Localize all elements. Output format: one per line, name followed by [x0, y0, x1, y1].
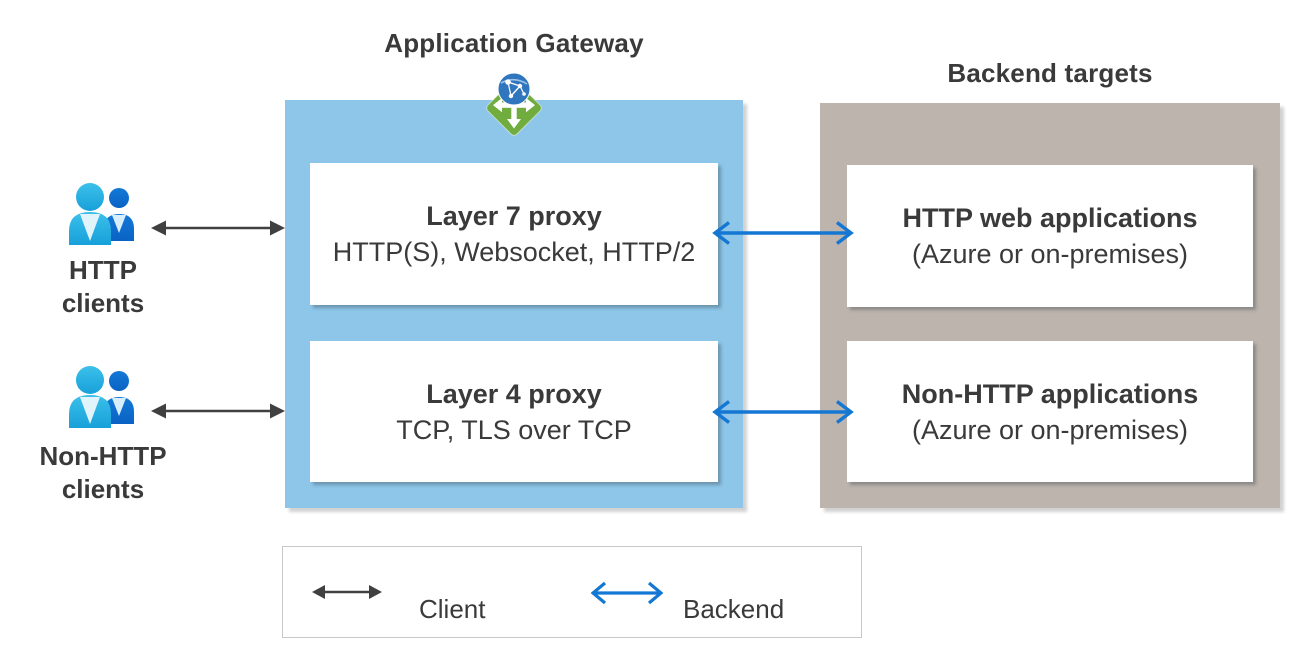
backend-connection-arrow-top: [712, 221, 854, 245]
http-web-applications-subtitle: (Azure or on-premises): [911, 239, 1189, 269]
client-connection-arrow-top: [151, 220, 285, 236]
backend-connection-arrow-icon: [591, 581, 663, 605]
non-http-clients-label-line1: Non-HTTP: [39, 441, 167, 471]
http-web-applications-title: HTTP web applications: [902, 203, 1198, 233]
legend-client-label: Client connections: [419, 560, 558, 664]
http-clients-label-line2: clients: [61, 288, 145, 318]
legend-backend-line2: connections: [683, 659, 822, 664]
layer7-proxy-card: Layer 7 proxy HTTP(S), Websocket, HTTP/2: [310, 163, 718, 305]
http-clients-label: HTTP clients: [18, 254, 188, 320]
non-http-applications-title: Non-HTTP applications: [901, 378, 1199, 409]
layer7-proxy-protocols: HTTP(S), Websocket, HTTP/2: [332, 237, 696, 267]
layer7-proxy-title: Layer 7 proxy: [426, 201, 602, 231]
legend-backend-line1: Backend: [683, 594, 785, 624]
legend-client-line2: connections: [419, 659, 558, 664]
backend-targets-title: Backend targets: [947, 58, 1153, 88]
users-icon: [69, 183, 134, 245]
backend-connection-arrow-bottom: [712, 400, 854, 424]
http-web-applications-card: HTTP web applications (Azure or on-premi…: [847, 165, 1253, 307]
legend-client-line1: Client: [419, 594, 486, 624]
layer4-proxy-protocols: TCP, TLS over TCP: [396, 414, 632, 445]
users-icon: [69, 366, 134, 428]
layer4-proxy-title: Layer 4 proxy: [426, 378, 602, 409]
non-http-applications-subtitle: (Azure or on-premises): [911, 414, 1189, 445]
non-http-applications-card: Non-HTTP applications (Azure or on-premi…: [847, 341, 1253, 482]
client-connection-arrow-icon: [312, 585, 382, 599]
legend-backend-label: Backend connections: [683, 560, 822, 664]
non-http-clients-label: Non-HTTP clients: [18, 440, 188, 506]
layer4-proxy-card: Layer 4 proxy TCP, TLS over TCP: [310, 341, 718, 482]
application-gateway-title: Application Gateway: [384, 28, 644, 58]
client-connection-arrow-bottom: [151, 403, 285, 419]
http-clients-label-line1: HTTP: [69, 255, 137, 285]
application-gateway-icon: [486, 72, 542, 136]
legend: Client connections Backend connections: [282, 546, 862, 664]
non-http-clients-label-line2: clients: [61, 474, 145, 504]
